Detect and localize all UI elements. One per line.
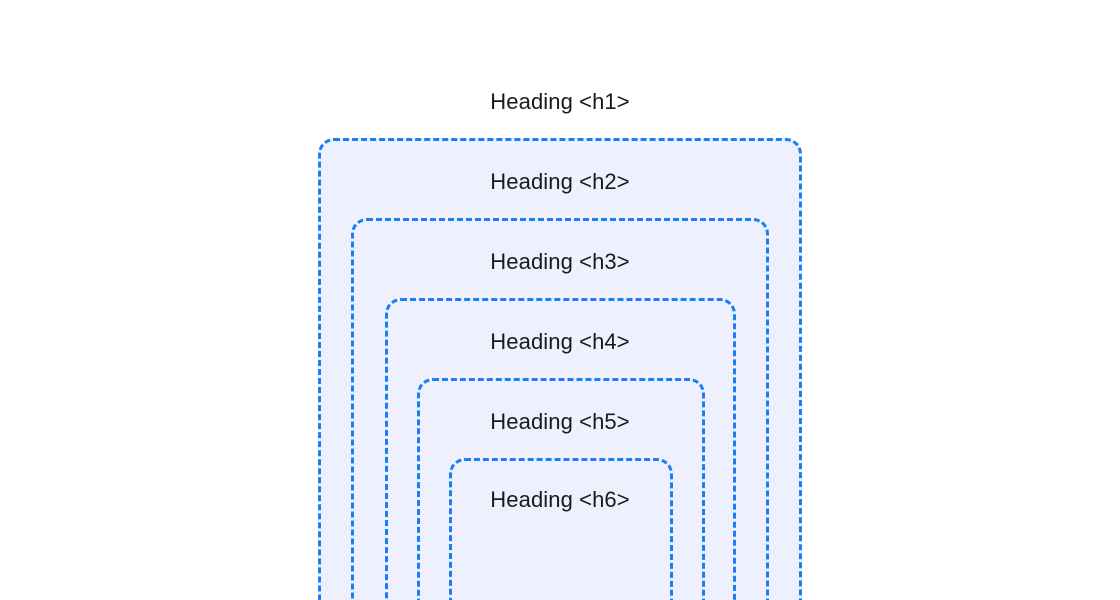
heading-label-h6: Heading <h6> bbox=[490, 487, 630, 512]
heading-label-h3: Heading <h3> bbox=[490, 249, 630, 274]
heading-label-h1: Heading <h1> bbox=[490, 89, 630, 114]
nesting-box-h6 bbox=[449, 458, 673, 600]
heading-label-h2: Heading <h2> bbox=[490, 169, 630, 194]
heading-label-h4: Heading <h4> bbox=[490, 329, 630, 354]
heading-label-h5: Heading <h5> bbox=[490, 409, 630, 434]
